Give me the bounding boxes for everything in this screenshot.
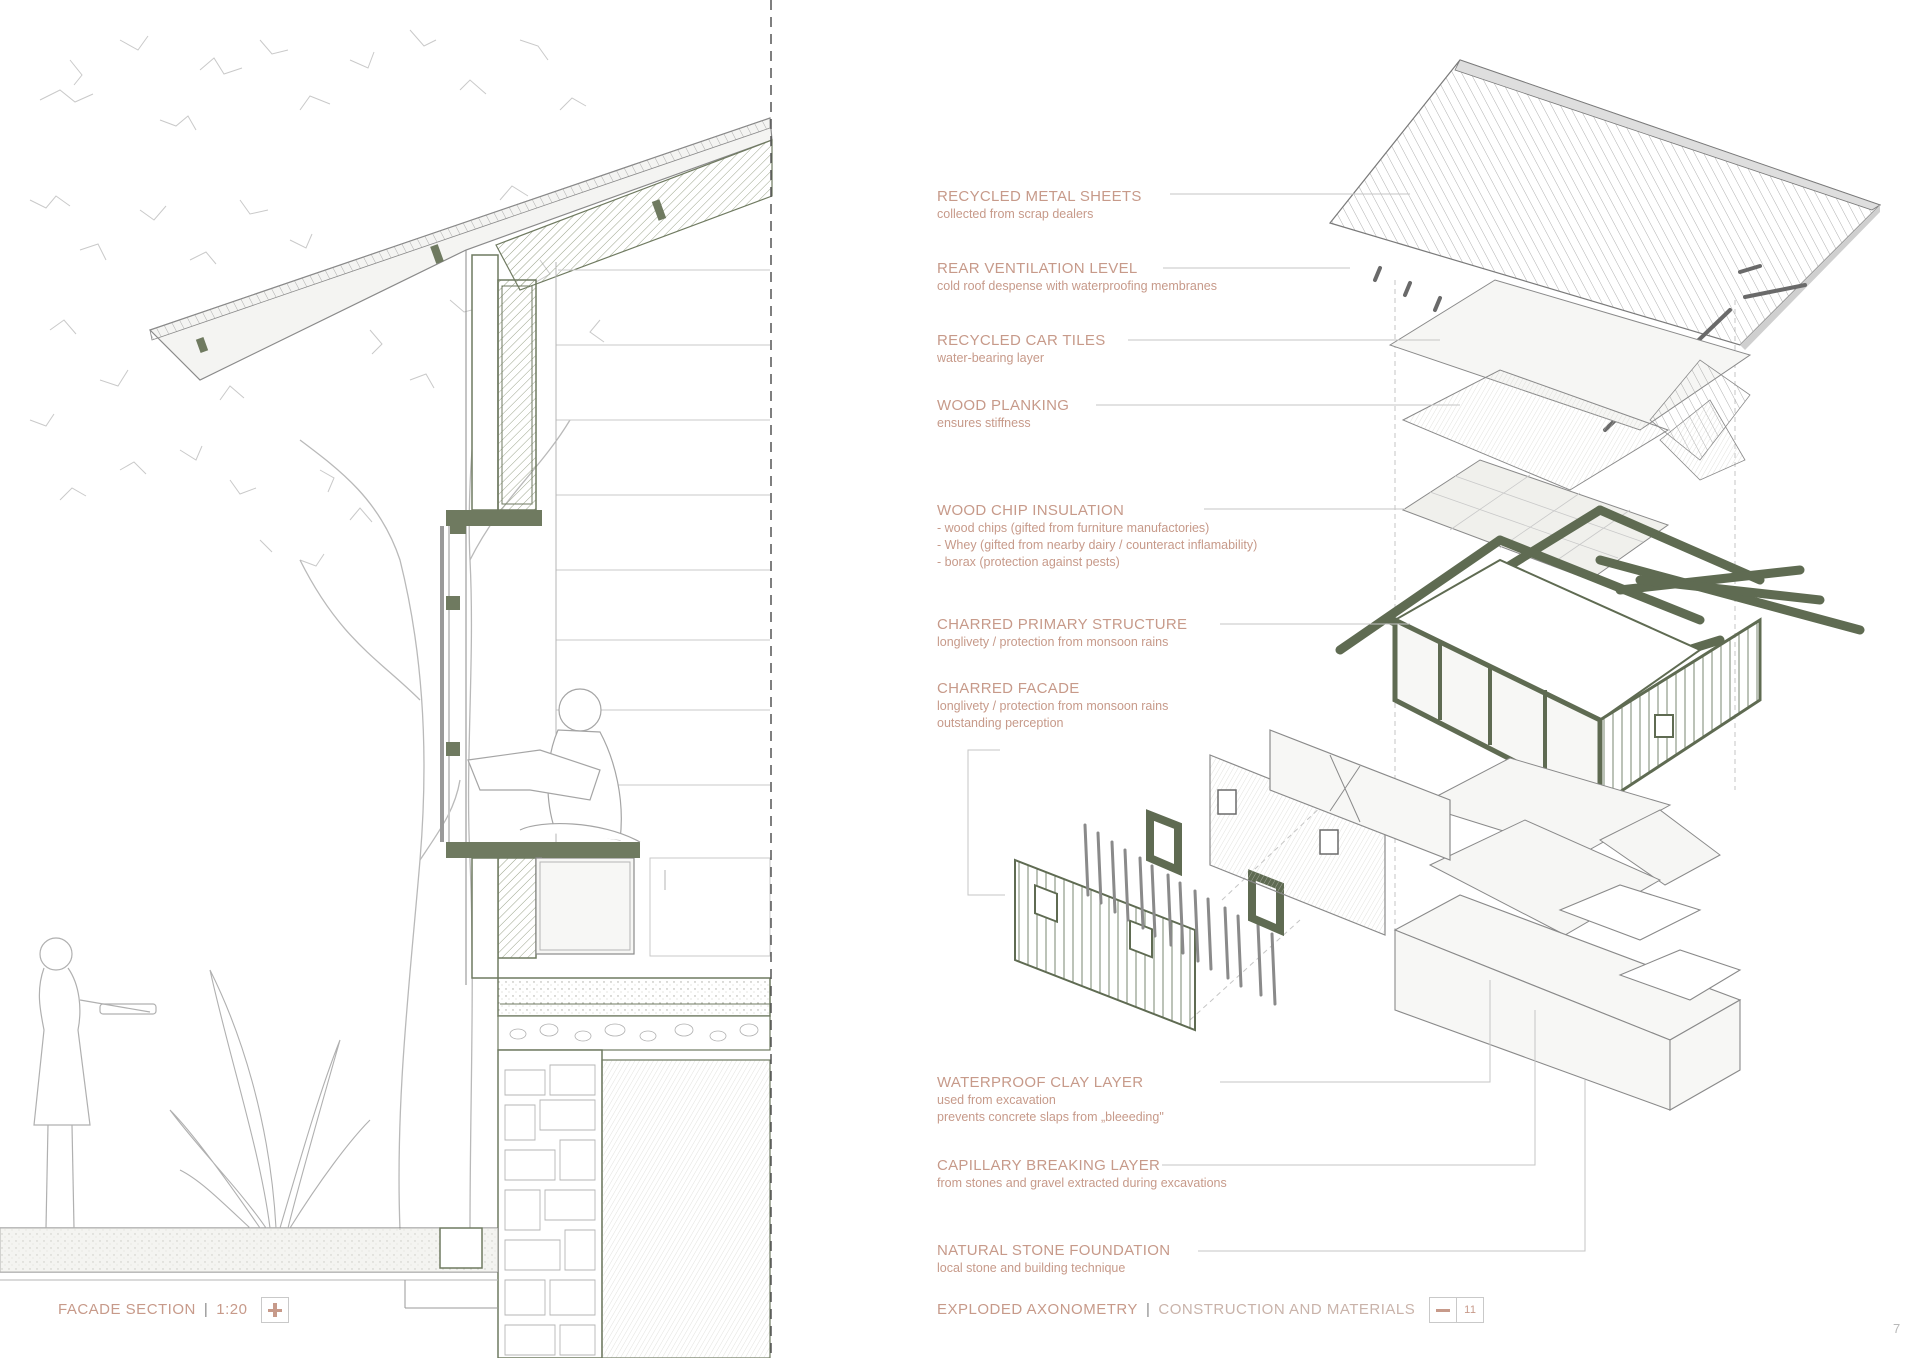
label-line: ensures stiffness <box>937 416 1031 430</box>
label-line: prevents concrete slaps from „bleeeding" <box>937 1110 1164 1124</box>
label-line: collected from scrap dealers <box>937 207 1094 221</box>
child-reading-figure <box>467 688 641 843</box>
foundation-section <box>0 977 771 1358</box>
label-title: REAR VENTILATION LEVEL <box>937 260 1138 277</box>
label-line: - wood chips (gifted from furniture manu… <box>937 521 1210 535</box>
badge-number: 11 <box>1457 1297 1485 1323</box>
minus-icon[interactable] <box>1429 1297 1458 1323</box>
label-title: NATURAL STONE FOUNDATION <box>937 1242 1171 1259</box>
caption-subtitle: CONSTRUCTION AND MATERIALS <box>1158 1300 1416 1318</box>
label-title: WOOD PLANKING <box>937 397 1070 414</box>
axo-stone-foundation <box>1393 884 1742 1111</box>
label-line: water-bearing layer <box>937 351 1044 365</box>
label-waterproof-clay-layer: WATERPROOF CLAY LAYER used from excavati… <box>937 1074 1357 1126</box>
axo-charred-facade-panel <box>1014 858 1196 1032</box>
label-line: - Whey (gifted from nearby dairy / count… <box>937 538 1258 552</box>
label-line: from stones and gravel extracted during … <box>937 1176 1227 1190</box>
caption-separator: | <box>203 1300 209 1318</box>
label-line: local stone and building technique <box>937 1261 1126 1275</box>
banana-plant <box>169 969 371 1229</box>
label-capillary-breaking-layer: CAPILLARY BREAKING LAYER from stones and… <box>937 1157 1357 1192</box>
plus-icon[interactable] <box>261 1297 290 1323</box>
label-recycled-car-tiles: RECYCLED CAR TILES water-bearing layer <box>937 332 1357 367</box>
axo-metal-roof <box>1328 59 1882 350</box>
label-charred-facade: CHARRED FACADE longlivety / protection f… <box>937 680 1357 732</box>
label-line: used from excavation <box>937 1093 1056 1107</box>
axonometry-caption: EXPLODED AXONOMETRY | CONSTRUCTION AND MAT… <box>937 1297 1485 1323</box>
label-wood-chip-insulation: WOOD CHIP INSULATION - wood chips (gifte… <box>937 502 1357 571</box>
label-title: RECYCLED CAR TILES <box>937 332 1106 349</box>
label-title: WATERPROOF CLAY LAYER <box>937 1074 1144 1091</box>
caption-title: EXPLODED AXONOMETRY <box>937 1300 1138 1318</box>
axo-floor-plate-right <box>1599 809 1721 886</box>
label-line: longlivety / protection from monsoon rai… <box>937 635 1169 649</box>
label-recycled-metal-sheets: RECYCLED METAL SHEETS collected from scr… <box>937 188 1357 223</box>
girl-figure <box>33 937 157 1229</box>
label-title: CAPILLARY BREAKING LAYER <box>937 1157 1161 1174</box>
axo-planking-extension <box>1659 399 1746 481</box>
label-charred-primary-structure: CHARRED PRIMARY STRUCTURE longlivety / p… <box>937 616 1357 651</box>
label-line: longlivety / protection from monsoon rai… <box>937 699 1169 713</box>
label-natural-stone-foundation: NATURAL STONE FOUNDATION local stone and… <box>937 1242 1357 1277</box>
label-title: CHARRED PRIMARY STRUCTURE <box>937 616 1188 633</box>
label-title: CHARRED FACADE <box>937 680 1080 697</box>
axo-window-door-frame-panel <box>1269 729 1451 861</box>
page-number: 7 <box>1893 1321 1901 1336</box>
axo-facade-battens <box>1083 823 1277 1006</box>
label-wood-planking: WOOD PLANKING ensures stiffness <box>937 397 1357 432</box>
label-line: outstanding perception <box>937 716 1064 730</box>
label-rear-ventilation-level: REAR VENTILATION LEVEL cold roof despens… <box>937 260 1357 295</box>
axo-wood-planking <box>1401 369 1670 491</box>
leader-lines <box>967 193 1586 1252</box>
label-title: WOOD CHIP INSULATION <box>937 502 1125 519</box>
wall-section <box>440 254 640 979</box>
caption-separator: | <box>1145 1300 1151 1318</box>
axo-frame-box <box>1392 558 1762 810</box>
caption-scale: 1:20 <box>216 1300 248 1318</box>
label-line: cold roof despense with waterproofing me… <box>937 279 1218 293</box>
caption-title: FACADE SECTION <box>58 1300 196 1318</box>
label-title: RECYCLED METAL SHEETS <box>937 188 1142 205</box>
facade-section-caption: FACADE SECTION | 1:20 <box>58 1297 290 1323</box>
label-line: - borax (protection against pests) <box>937 555 1120 569</box>
roof-overhang <box>148 117 773 985</box>
